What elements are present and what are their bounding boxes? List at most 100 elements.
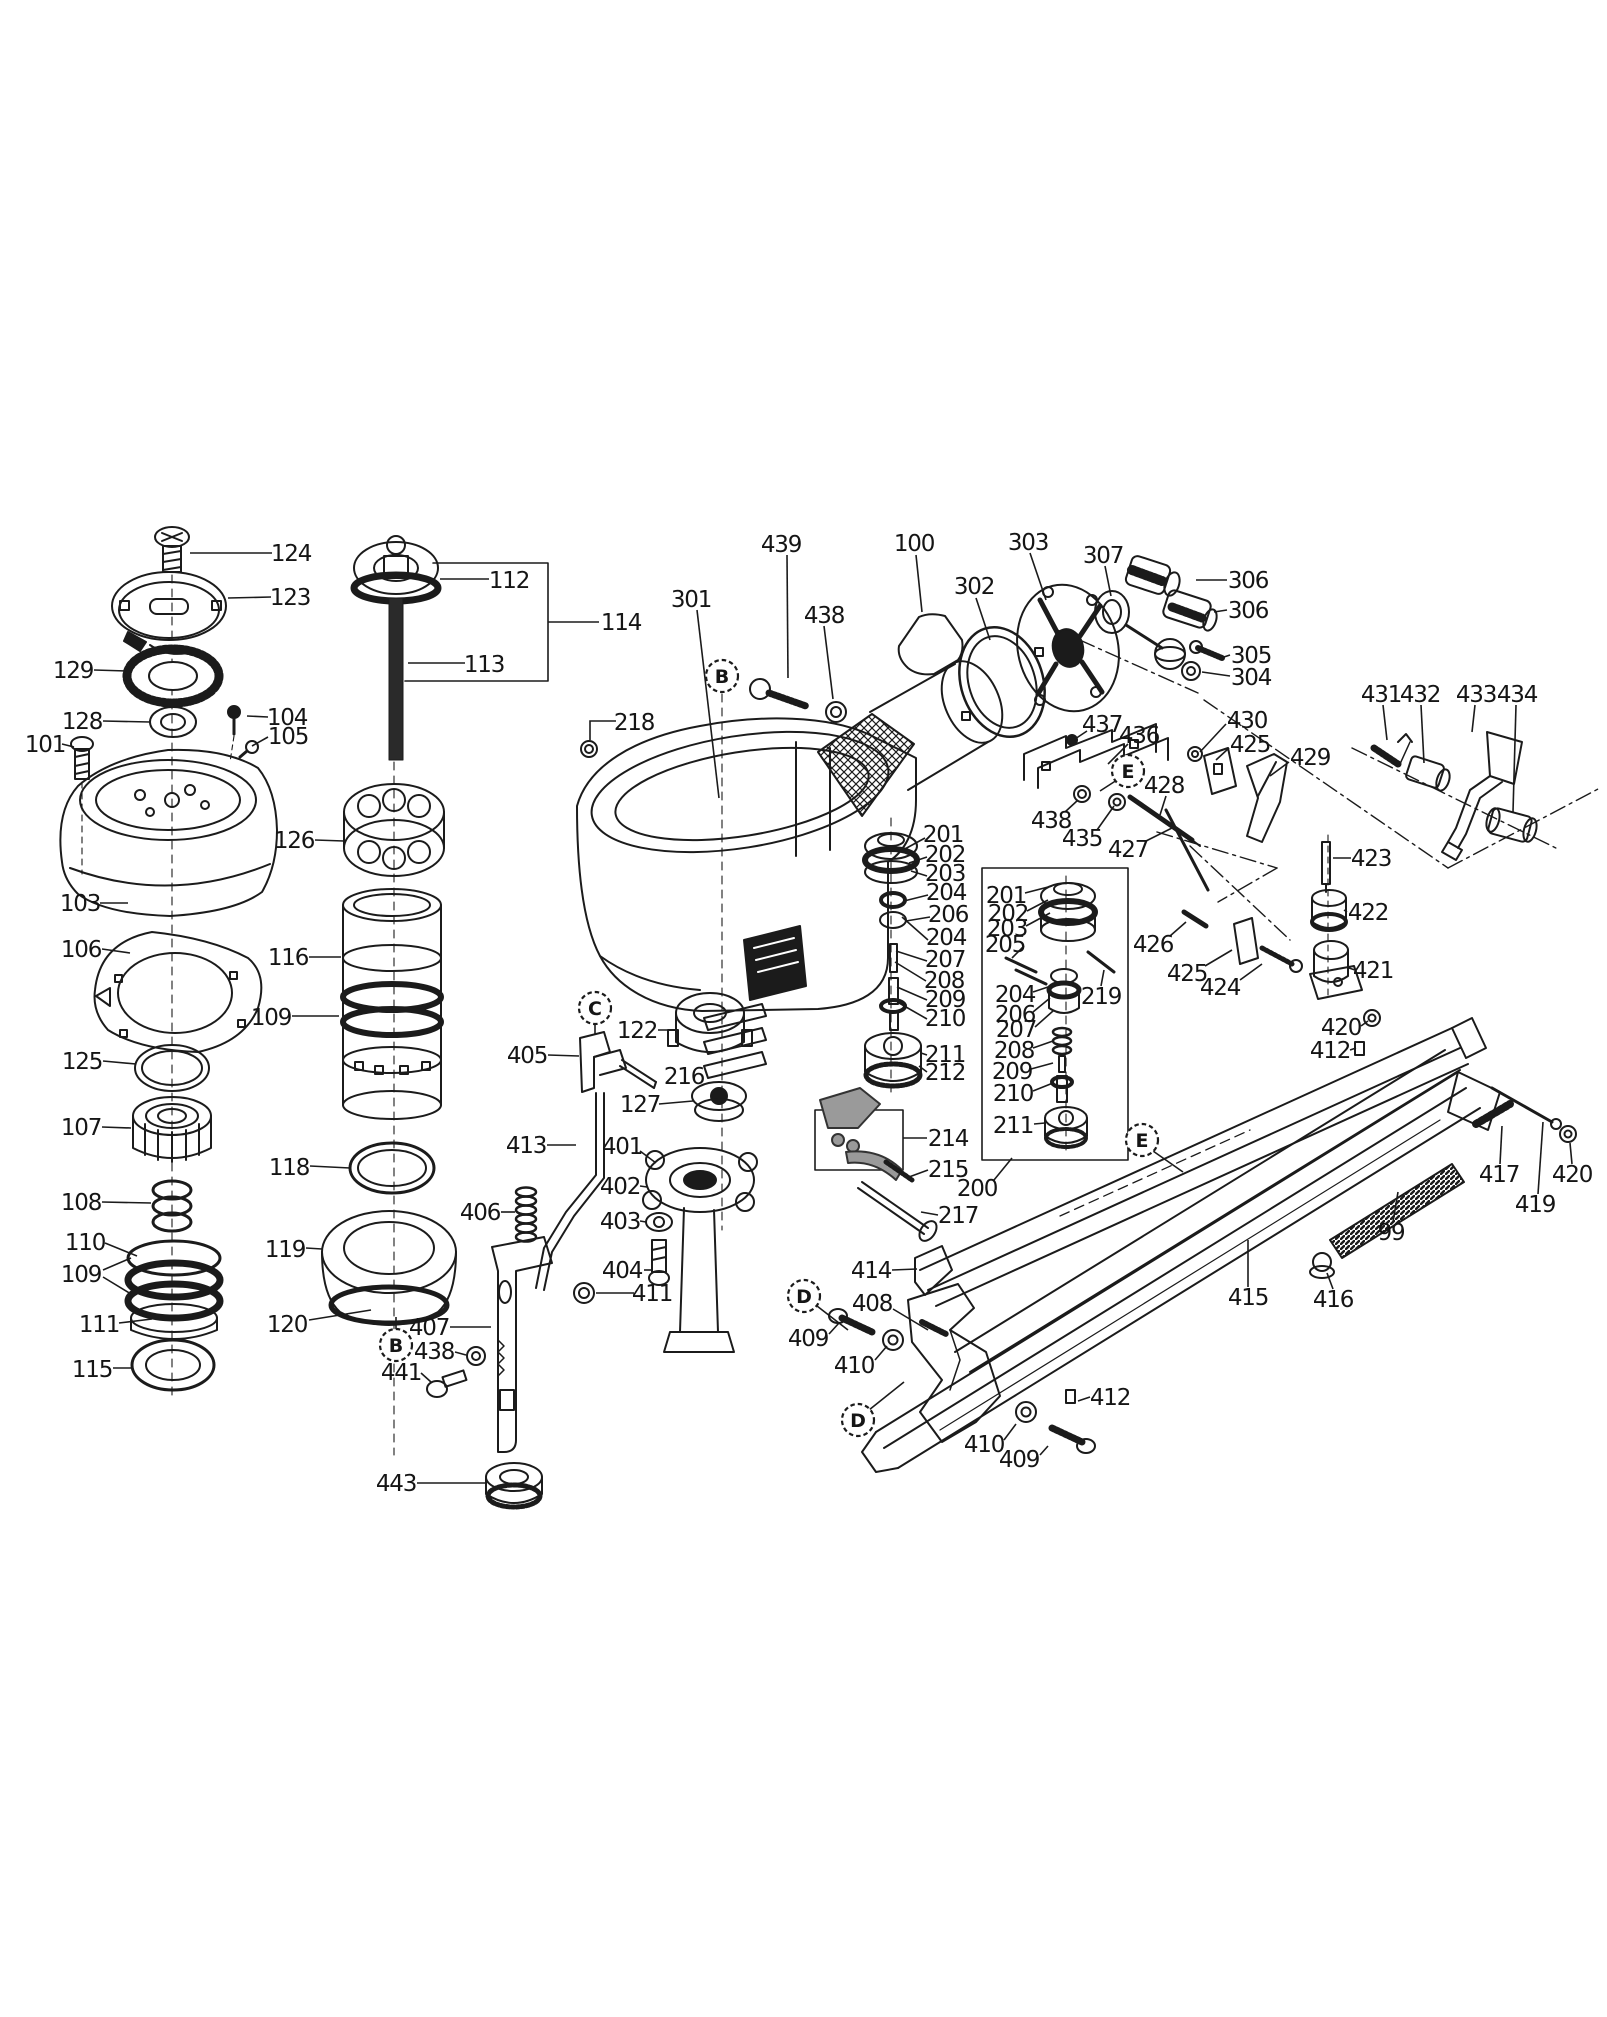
part-shape [918,1220,938,1242]
view-balloon-B: B [704,658,740,694]
part-shape [966,635,1038,729]
part-shape [713,1209,719,1333]
part-shape [1048,989,1080,1014]
b-balloon-circle [704,658,740,694]
part-label-403: 403 [600,1209,640,1235]
part-label-435: 435 [1062,826,1102,852]
part-label-209: 209 [992,1059,1033,1085]
leader-line [420,1372,432,1383]
part-shapes [59,526,1601,1510]
part-shape [1181,661,1201,681]
part-shape [499,1389,515,1411]
part-shape [1329,1163,1465,1259]
part-shape [735,1192,755,1212]
part-shape [1124,623,1164,650]
part-label-410: 410 [964,1432,1005,1458]
balloon-letter-C: C [588,998,602,1020]
part-label-210: 210 [925,1006,966,1032]
part-shape [1044,1127,1088,1149]
part-shape [1181,909,1209,929]
part-label-208: 208 [994,1038,1035,1064]
leader-line [102,1257,132,1271]
part-label-425: 425 [1230,732,1270,758]
leader-line [828,1322,840,1335]
leader-line [892,1308,929,1331]
leader-line [104,1242,138,1257]
leader-line [639,1185,648,1188]
part-shape [321,1210,457,1294]
part-shape [879,891,907,909]
part-shape [1053,882,1083,896]
part-shape [124,1280,224,1322]
part-label-422: 422 [1348,900,1388,926]
part-shape [485,1482,543,1510]
leader-line [902,837,926,851]
part-shape [1397,733,1413,743]
leader-line [920,1052,928,1056]
part-shape [1186,666,1196,676]
leader-line [251,736,269,747]
part-shape [738,1152,758,1172]
leader-line [1159,795,1167,816]
part-shape [1490,1086,1554,1124]
part-shape [1004,956,1038,974]
part-shape [1447,787,1601,869]
part-shape [579,1031,611,1093]
leader-line [1064,799,1079,813]
part-shape [1077,789,1087,799]
part-label-126: 126 [274,828,315,854]
leader-line [1034,1010,1054,1028]
part-shape [74,770,90,775]
leader-line [102,1276,132,1295]
leader-line [1100,969,1105,987]
part-shape [1333,977,1343,987]
part-shape [703,1003,767,1031]
view-balloon-E: E [1110,753,1146,789]
part-shape [663,1331,735,1353]
part-label-125: 125 [62,1049,102,1075]
part-label-209: 209 [925,987,966,1013]
part-shape [229,971,238,980]
balloon-letter-D: D [850,1410,866,1432]
part-label-101: 101 [25,732,65,758]
leader-line [314,839,345,842]
part-shape [328,1284,450,1326]
part-shape [914,1245,953,1296]
part-label-419: 419 [1515,1192,1556,1218]
part-shape [514,1222,538,1234]
part-label-216: 216 [664,1064,705,1090]
part-label-408: 408 [852,1291,893,1317]
part-shape [919,1319,949,1337]
leader-line [1382,704,1388,741]
part-shape [1035,661,1059,697]
part-shape [1046,980,1082,1000]
part-shape [869,663,956,713]
part-shape [229,735,235,763]
part-label-204: 204 [995,982,1036,1008]
part-shape [879,911,907,929]
part-shape [651,1239,667,1273]
part-shape [119,1029,128,1038]
leader-line [101,948,131,954]
part-shape [578,1287,590,1299]
part-label-426: 426 [1133,932,1174,958]
part-shape [399,1065,409,1075]
part-shape [593,1049,627,1076]
part-shape [1321,841,1331,885]
part-shape [1037,737,1169,789]
part-label-204: 204 [926,925,967,951]
part-label-211: 211 [993,1113,1033,1139]
part-shape [1435,768,1451,792]
part-label-420: 420 [1552,1162,1593,1188]
part-shape [69,863,271,887]
part-label-432: 432 [1400,682,1440,708]
leader-line [102,1060,137,1065]
part-shape [1441,841,1463,861]
leader-line [1074,730,1088,740]
part-shape [1076,1438,1096,1454]
part-label-406: 406 [460,1200,501,1226]
leader-line [894,961,927,982]
leader-line [102,720,151,723]
leader-line [993,1157,1013,1181]
leader-line [639,1220,647,1223]
